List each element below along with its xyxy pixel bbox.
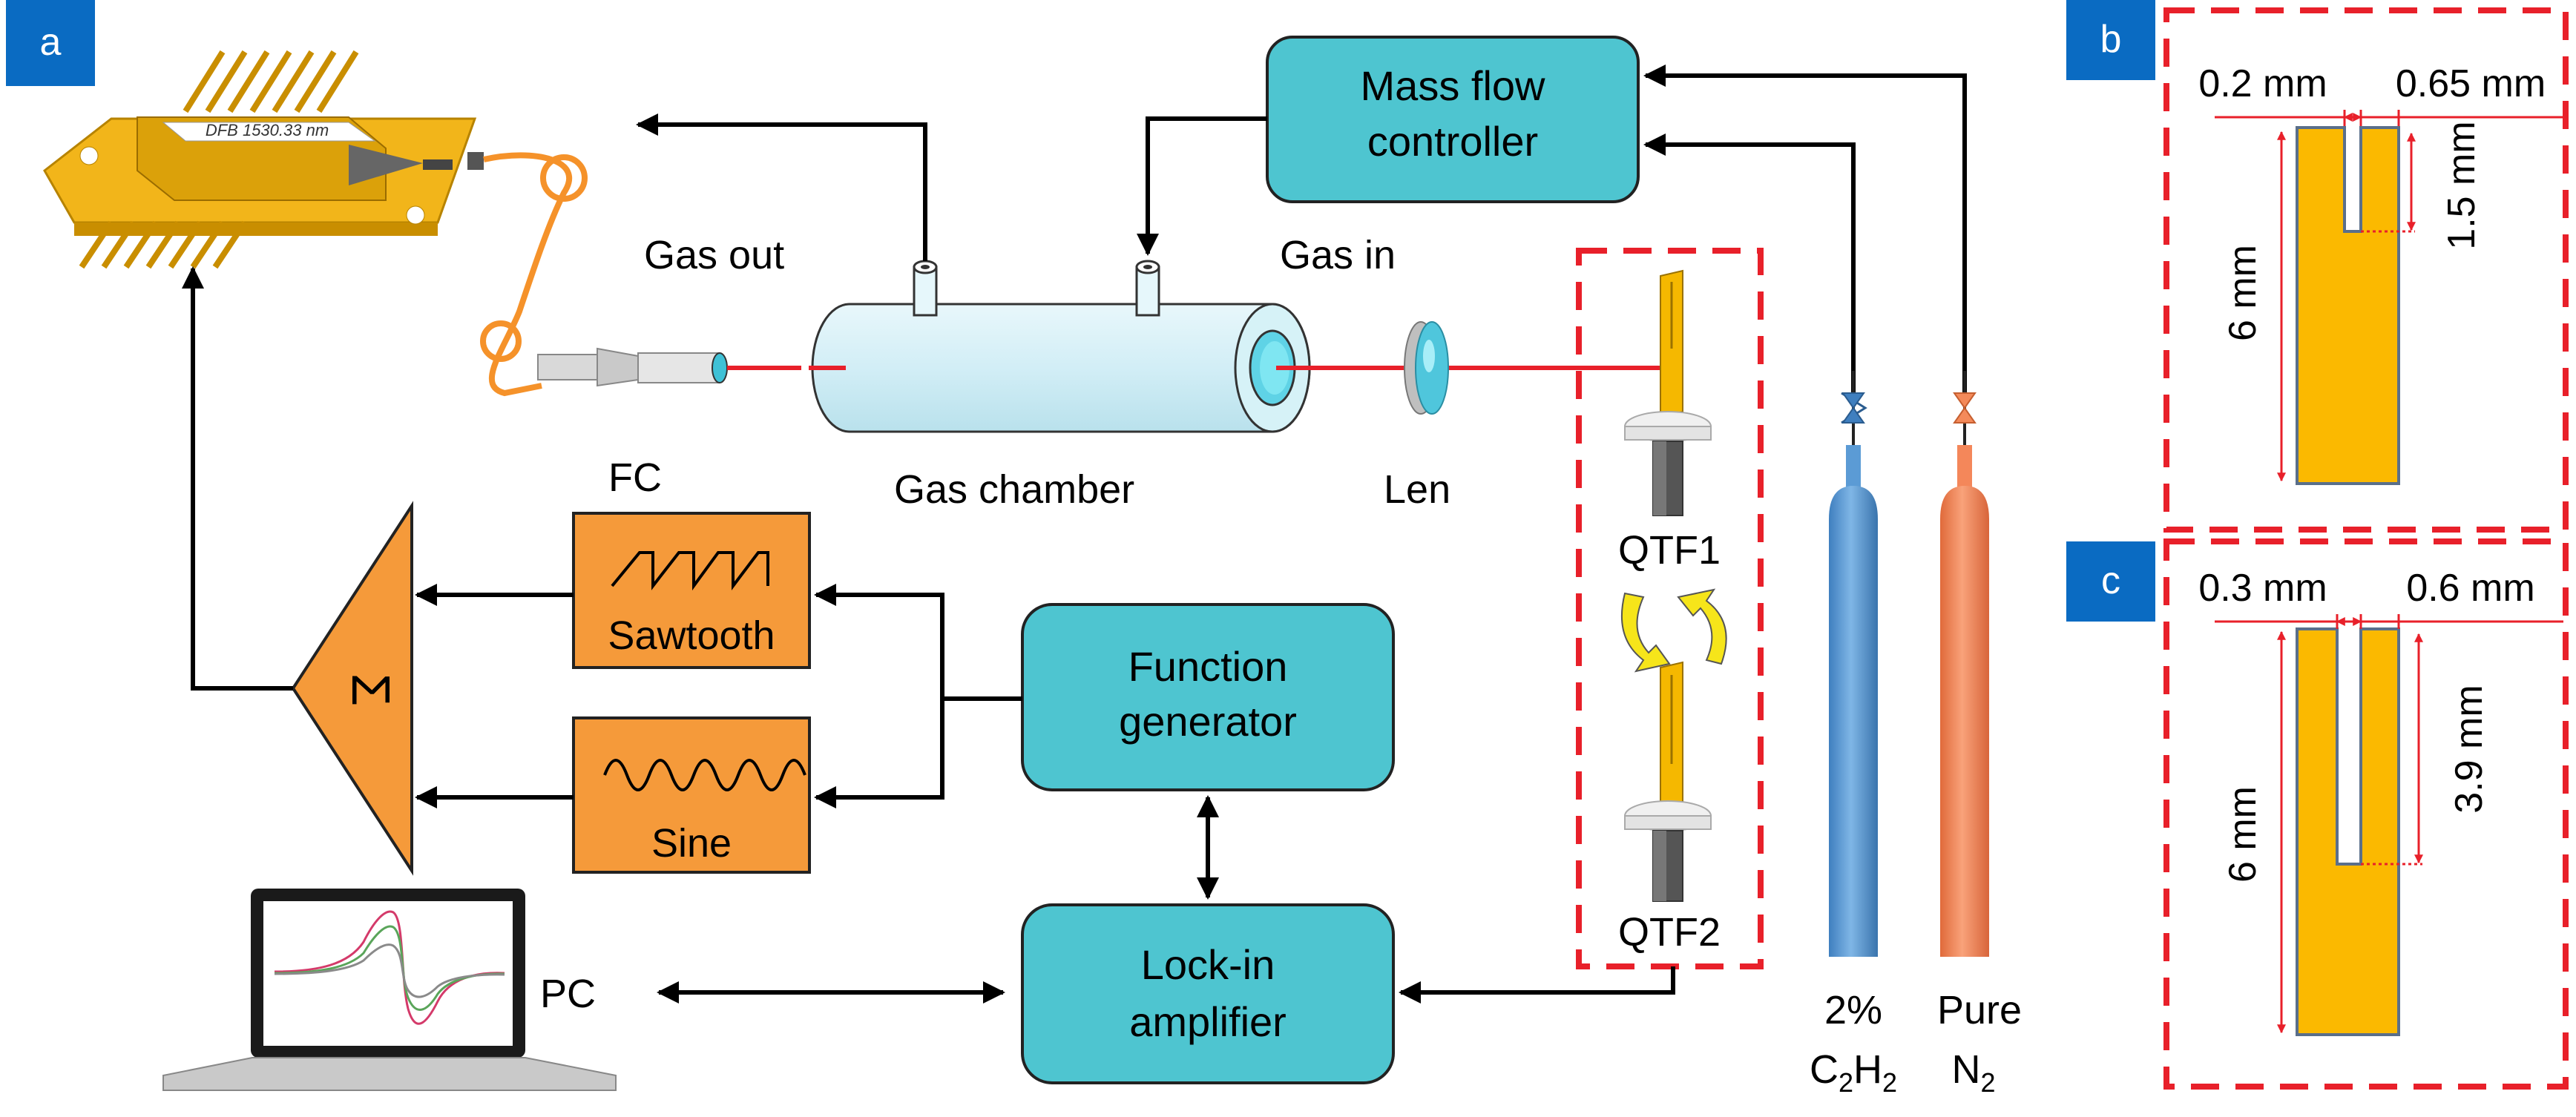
panel-tag-a [6,0,95,86]
panel-tag-b [2066,0,2155,80]
panel-tag-c [2066,541,2155,622]
qtf-dashed-frame [1576,248,1764,969]
gas-chamber [811,260,1311,433]
sum-to-laser-line [182,266,293,691]
swap-arrow-left [1620,592,1671,673]
qtf1-label: QTF1 [1618,528,1721,573]
gas-out-label: Gas out [644,233,784,277]
panel-b-frame [2163,7,2569,533]
sine-label: Sine [651,821,732,866]
panel-c-prong: 0.6 mm [2406,567,2534,610]
panel-c-gap: 0.3 mm [2198,567,2327,610]
gas-out-line [636,113,927,261]
panel-b-slot: 1.5 mm [2440,121,2483,249]
qtf1 [1624,269,1712,516]
panel-c-frame [2163,538,2569,1090]
dfb-laser: DFB 1530.33 nm [43,50,484,269]
panel-b-length: 6 mm [2221,245,2264,341]
lockin-amplifier-box [1021,903,1395,1084]
c2h2-label-line2: C2H2 [1810,1047,1897,1098]
sawtooth-box [572,512,811,669]
sine-waveform [603,759,806,791]
fg-to-sine-line [814,699,944,808]
mfc-to-chamber-line [1137,116,1267,256]
collimator [537,347,728,387]
summation-block [291,501,413,876]
svg-text:DFB 1530.33 nm: DFB 1530.33 nm [206,121,329,139]
n2-label-line1: Pure [1937,988,2022,1032]
fg-branch-line [814,584,1022,701]
panel-b-prong: 0.65 mm [2396,62,2546,105]
c2h2-cylinder [1829,371,1878,957]
gas-chamber-label: Gas chamber [894,467,1134,512]
n2-label-line2: N2 [1951,1047,1995,1098]
n2-to-mfc-line [1643,65,1967,395]
swap-arrow-right [1677,588,1727,665]
sine-box [572,716,811,874]
n2-cylinder [1940,371,1989,957]
qtf-c-shape [2296,627,2400,1036]
qtf2 [1624,661,1712,902]
qtf-b-shape [2296,126,2400,485]
fc-label: FC [608,455,662,500]
panel-c-slot: 3.9 mm [2448,685,2491,813]
panel-label-c: c [2101,559,2120,602]
sawtooth-label: Sawtooth [608,613,775,658]
qtf2-label: QTF2 [1618,910,1721,955]
function-generator-box [1021,603,1395,791]
panel-label-b: b [2100,18,2122,61]
mass-flow-label-2: controller [1367,118,1538,165]
mass-flow-label-1: Mass flow [1361,62,1545,109]
pc-label: PC [540,972,596,1016]
c2h2-to-mfc-line [1643,134,1856,395]
function-generator-label-2: generator [1119,698,1297,745]
lens-label: Len [1384,467,1450,512]
panel-b-gap: 0.2 mm [2198,62,2327,105]
qtf-to-lockin-line [1399,966,1675,1004]
lockin-label-2: amplifier [1129,998,1287,1045]
gas-in-label: Gas in [1280,233,1396,277]
sawtooth-waveform [611,551,769,591]
lens [1404,321,1449,415]
panel-label-a: a [40,21,62,64]
lockin-label-1: Lock-in [1141,941,1275,988]
c2h2-label-line1: 2% [1824,988,1882,1032]
summation-symbol: Σ [341,673,400,707]
function-generator-label-1: Function [1128,643,1288,690]
panel-c-length: 6 mm [2221,786,2264,883]
laptop [162,889,617,1091]
